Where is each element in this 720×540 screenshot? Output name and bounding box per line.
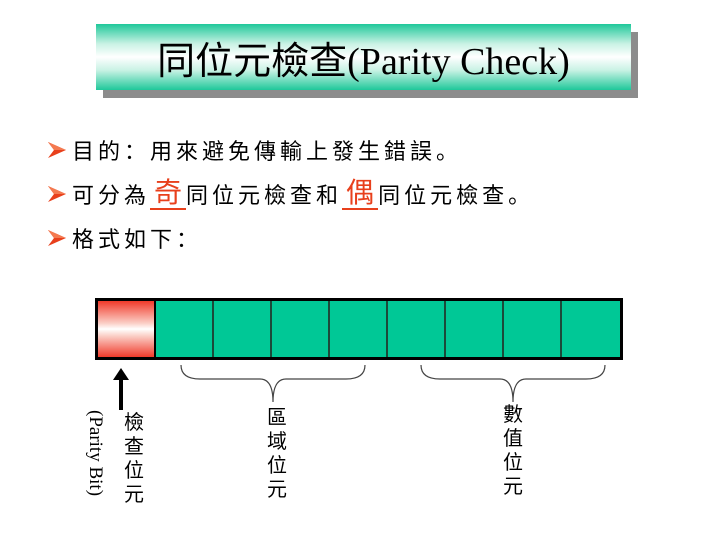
digit-bit-cell [504,301,562,357]
parity-bit-label-zh: 檢查位元 [124,410,144,506]
bullet-list: 目的：用來避免傳輸上發生錯誤。 可分為 奇 同位元檢查和 偶 同位元檢查。 格式… [46,128,534,260]
bullet-text-prefix: 可分為 [72,184,151,209]
bullet-format: 格式如下： [46,216,534,260]
arrow-bullet-icon [48,230,66,246]
odd-highlight: 奇 [150,178,187,210]
parity-bit-label-en: (Parity Bit) [85,410,106,497]
digit-bits-label: 數值位元 [503,402,523,498]
arrow-up-icon [113,368,129,410]
zone-bit-cell [330,301,388,357]
bullet-text-middle: 同位元檢查和 [186,184,343,209]
digit-bit-cell [446,301,504,357]
even-highlight: 偶 [342,178,379,210]
zone-bit-cell [156,301,214,357]
zone-bits-label: 區域位元 [267,405,287,501]
bit-format-diagram [95,298,623,360]
zone-bit-cell [214,301,272,357]
arrow-bullet-icon [48,186,66,202]
bullet-text: 格式如下： [72,228,203,253]
title-banner: 同位元檢查(Parity Check) [96,24,631,90]
parity-bit-cell [98,301,156,357]
digit-brace-icon [420,364,606,403]
bullet-types: 可分為 奇 同位元檢查和 偶 同位元檢查。 [46,172,534,216]
digit-bit-cell [388,301,446,357]
digit-bit-cell [562,301,620,357]
zone-bit-cell [272,301,330,357]
arrow-bullet-icon [48,142,66,158]
bullet-purpose: 目的：用來避免傳輸上發生錯誤。 [46,128,534,172]
page-title: 同位元檢查(Parity Check) [157,40,570,83]
zone-brace-icon [180,364,366,403]
bullet-text-suffix: 同位元檢查。 [378,184,535,209]
bullet-text: 目的：用來避免傳輸上發生錯誤。 [72,140,463,165]
